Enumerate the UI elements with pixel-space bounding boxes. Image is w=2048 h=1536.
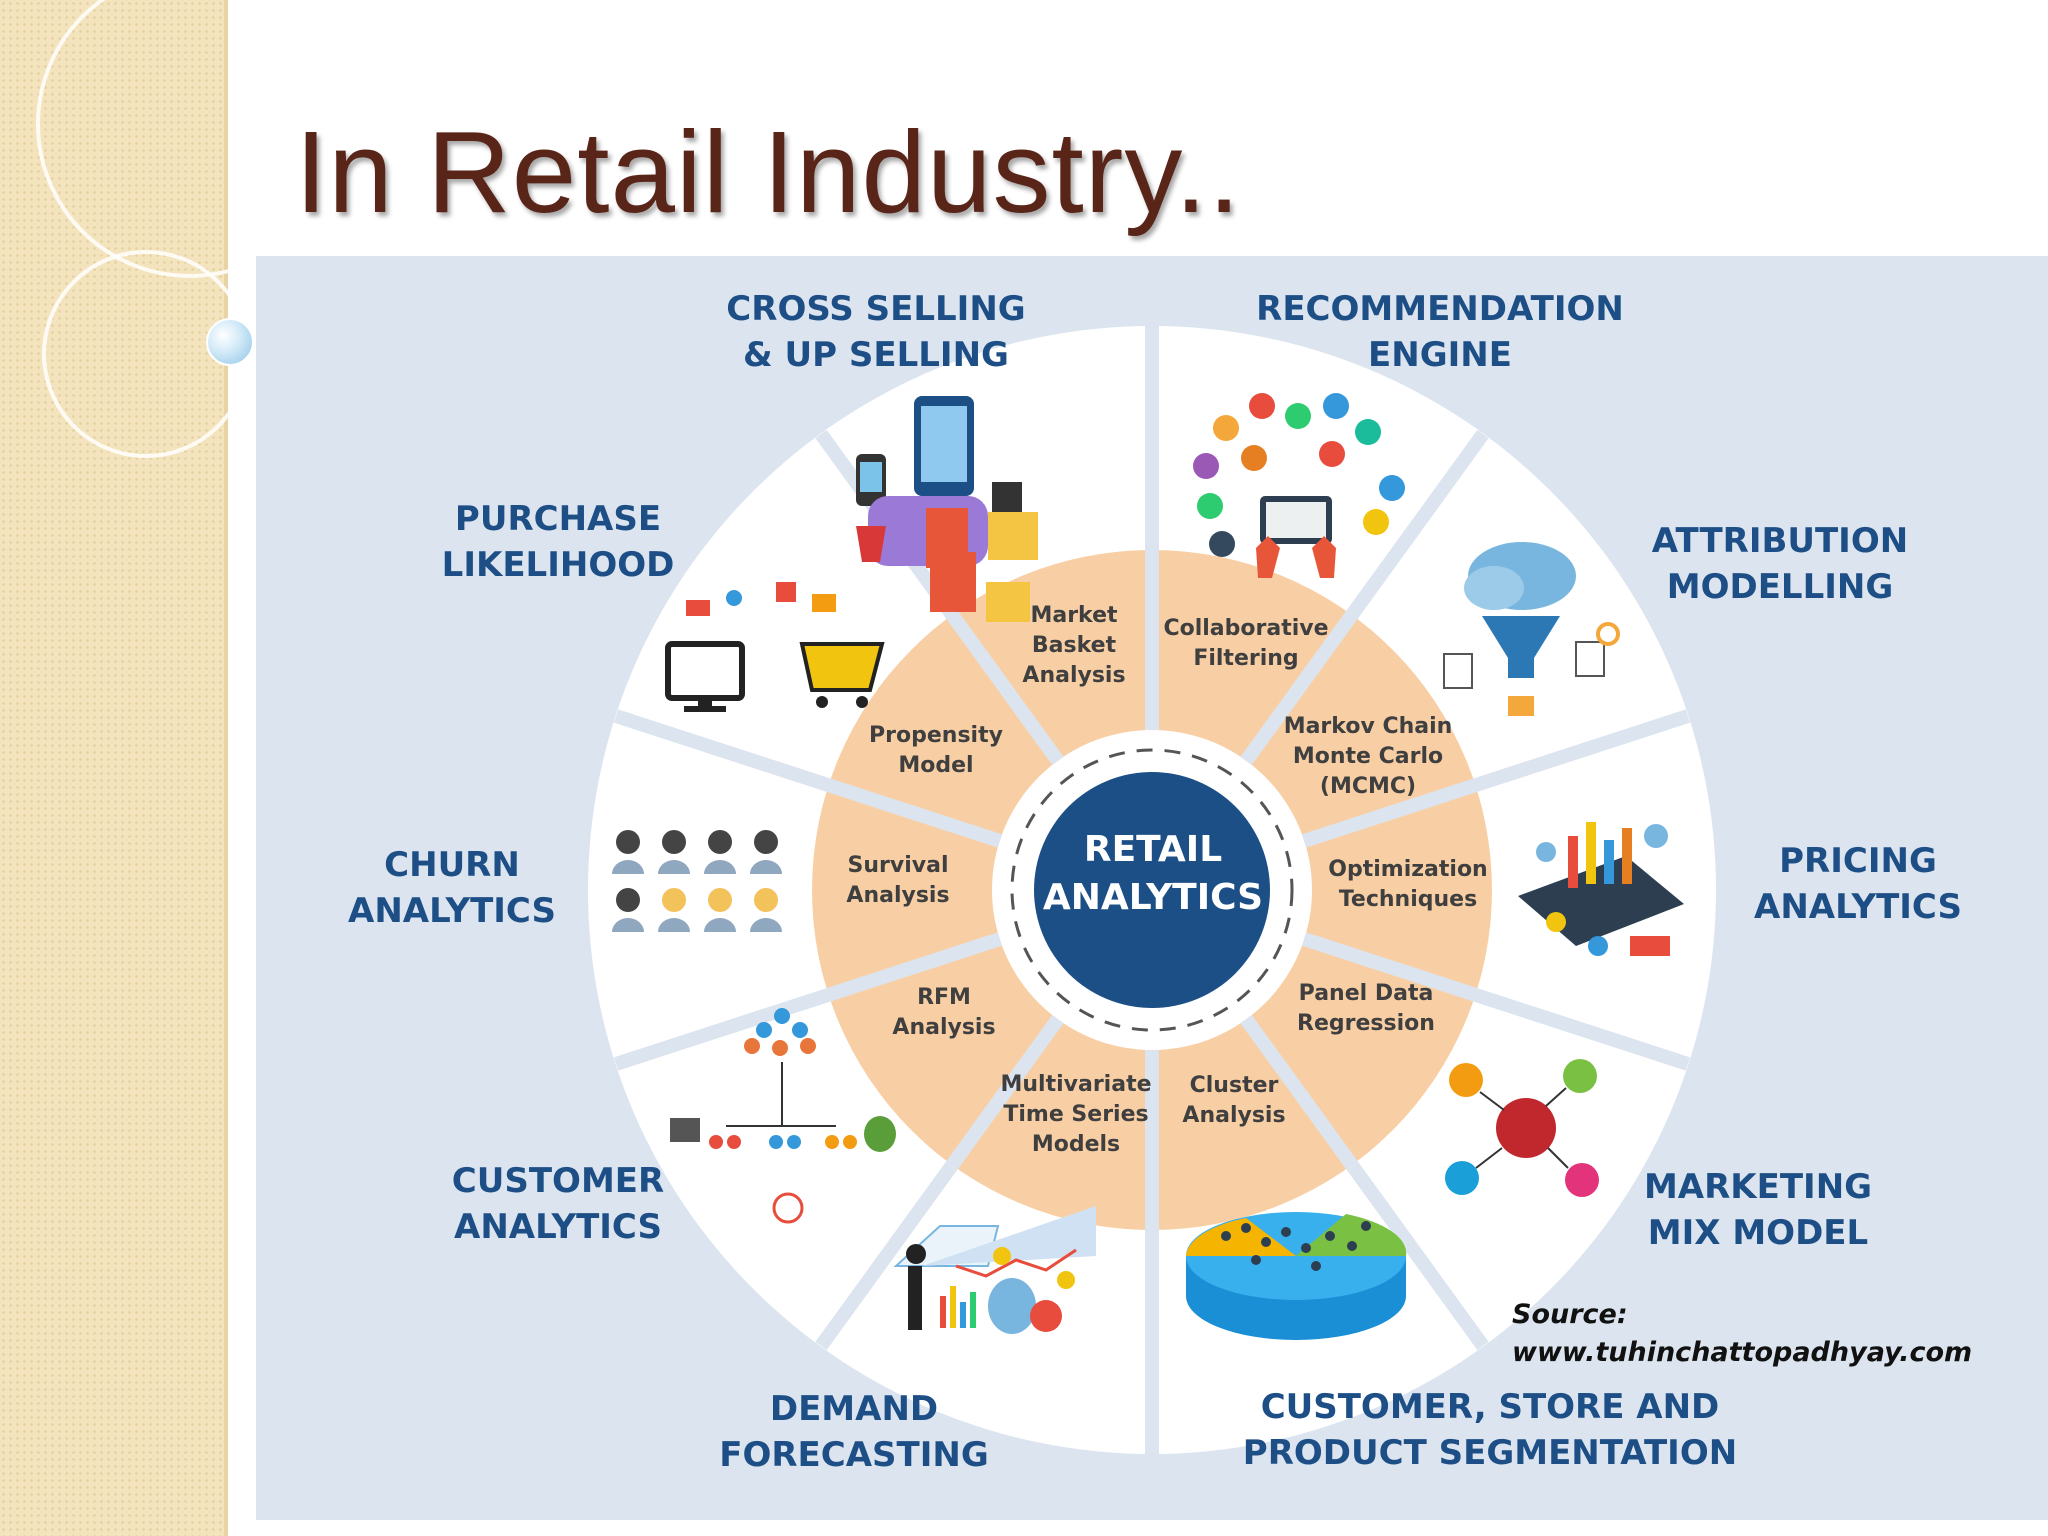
purchase-likelihood-icon [665,582,885,712]
label-marketing-mix-model: MARKETING MIX MODEL [1643,1167,1873,1253]
label-cross-selling: CROSS SELLING & UP SELLING [726,289,1026,375]
inner-rfm-analysis: RFM Analysis [892,985,996,1040]
label-attribution-modelling: ATTRIBUTION MODELLING [1651,521,1909,607]
label-churn-analytics: CHURN ANALYTICS [348,845,556,931]
inner-market-basket: Market Basket Analysis [1022,603,1126,688]
center-label: RETAIL ANALYTICS [1042,829,1264,918]
label-purchase-likelihood: PURCHASE LIKELIHOOD [441,499,675,585]
demand-forecasting-icon [893,1206,1096,1334]
decorative-bubble [206,318,254,366]
inner-collaborative-filtering: Collaborative Filtering [1163,616,1329,671]
recommendation-icon [1193,393,1405,578]
inner-survival-analysis: Survival Analysis [846,853,950,908]
dashed-ring [1010,748,1294,1032]
center-circle [1034,772,1270,1008]
sidebar-divider [224,0,228,1536]
customer-analytics-icon [670,1008,896,1224]
marketing-mix-icon [1445,1059,1599,1197]
inner-panel-data: Panel Data Regression [1297,981,1435,1036]
inner-multivariate: Multivariate Time Series Models [1000,1072,1152,1157]
inner-optimization: Optimization Techniques [1328,857,1488,912]
label-recommendation-engine: RECOMMENDATION ENGINE [1256,289,1624,375]
label-customer-analytics: CUSTOMER ANALYTICS [451,1161,665,1247]
attribution-icon [1443,542,1620,716]
inner-propensity-model: Propensity Model [869,723,1003,778]
retail-analytics-wheel [588,320,1716,1460]
inner-cluster-analysis: Cluster Analysis [1182,1073,1286,1128]
slide-title: In Retail Industry.. [295,107,1242,237]
label-segmentation: CUSTOMER, STORE AND PRODUCT SEGMENTATION [1242,1387,1738,1473]
label-pricing-analytics: PRICING ANALYTICS [1754,841,1962,927]
cross-selling-icon [856,396,1038,622]
segmentation-icon [1186,1212,1407,1340]
inner-markov-chain: Markov Chain Monte Carlo (MCMC) [1283,714,1453,799]
label-demand-forecasting: DEMAND FORECASTING [719,1389,989,1475]
pricing-icon [1518,822,1684,956]
source-credit: Source: www.tuhinchattopadhyay.com [1512,1299,1973,1368]
churn-icon [612,830,782,932]
